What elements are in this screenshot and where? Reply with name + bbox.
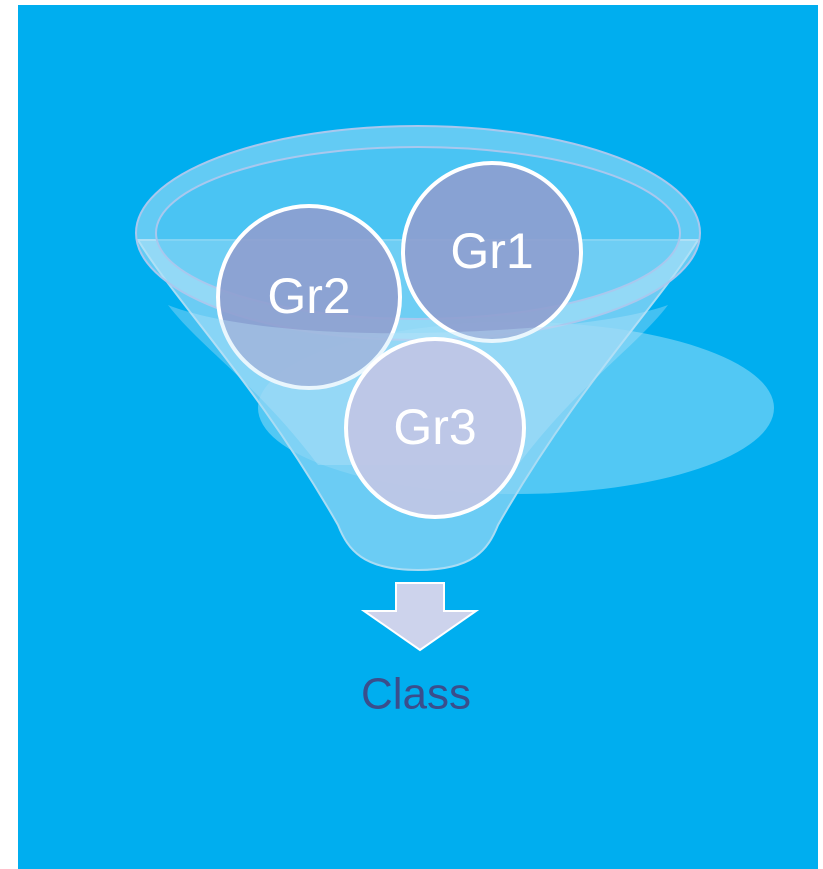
down-arrow-icon [360,582,480,652]
circle-gr2 [216,204,402,390]
circle-gr1 [401,161,583,343]
output-label: Class [361,670,471,719]
funnel-diagram: Gr2 Gr1 Gr3 Class [18,5,818,869]
group-circle-gr3: Gr3 [344,337,526,519]
circle-gr3 [344,337,526,519]
group-circle-gr2: Gr2 [216,204,402,390]
group-circle-gr1: Gr1 [401,161,583,343]
label-gr1: Gr1 [450,223,533,279]
label-gr2: Gr2 [267,268,350,324]
funnel-diagram-canvas: Gr2 Gr1 Gr3 Class [18,5,818,869]
label-gr3: Gr3 [393,399,476,455]
